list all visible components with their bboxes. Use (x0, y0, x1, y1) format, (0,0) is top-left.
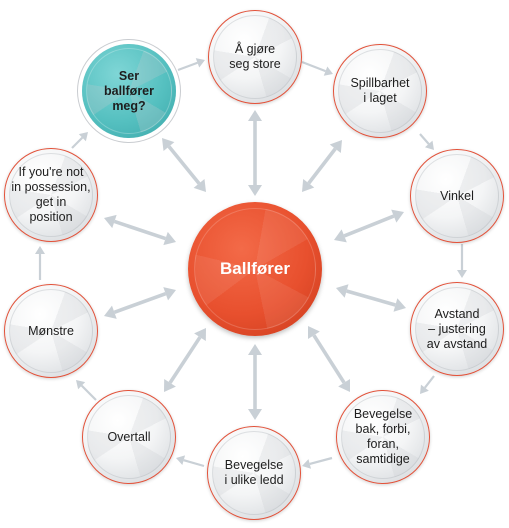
node-bevegelse-bak: Bevegelse bak, forbi, foran, samtidige (336, 390, 430, 484)
ring-arrow-4 (457, 244, 467, 278)
node-label: Avstand – justering av avstand (426, 306, 488, 351)
node-label: Bevegelse bak, forbi, foran, samtidige (353, 407, 413, 466)
node-label: Overtall (107, 429, 151, 444)
node-label: Vinkel (440, 188, 474, 203)
node-monstre: Mønstre (4, 284, 98, 378)
spoke-overtall (164, 328, 206, 392)
ring-arrow-1 (177, 58, 205, 72)
spoke-bevegelse-ledd (248, 344, 262, 420)
node-label: Å gjøre seg store (229, 42, 281, 71)
ring-arrow-2 (301, 60, 333, 76)
node-label: Spillbarhet i laget (350, 76, 410, 105)
spoke-monstre (104, 287, 176, 319)
node-label: Mønstre (28, 323, 74, 338)
ring-arrow-7 (176, 455, 205, 468)
ring-arrow-6 (302, 456, 333, 469)
center-ball: Ballfører (188, 202, 322, 336)
ring-arrow-5 (420, 375, 435, 394)
ring-arrow-3 (419, 133, 434, 150)
spoke-spillbarhet (302, 140, 342, 192)
spoke-position (104, 214, 176, 246)
spoke-vinkel (334, 209, 404, 243)
ring-arrow-10 (71, 132, 88, 149)
node-gjore-seg-store: Å gjøre seg store (208, 10, 302, 104)
node-vinkel: Vinkel (410, 149, 504, 243)
spoke-avstand (336, 284, 406, 312)
spoke-bevegelse-bak (308, 326, 350, 392)
spoke-ser-ballforer (162, 138, 206, 192)
center-label: Ballfører (220, 259, 290, 278)
node-ser-ballforer: Ser ballfører meg? (82, 44, 176, 138)
node-label: Bevegelse i ulike ledd (224, 458, 284, 487)
ring-arrow-9 (35, 246, 45, 280)
node-overtall: Overtall (82, 390, 176, 484)
ring-arrow-8 (76, 380, 97, 401)
node-label: Ser ballfører meg? (103, 68, 154, 113)
node-get-in-position: If you're not in possession, get in posi… (4, 148, 98, 242)
node-label: If you're not in possession, get in posi… (11, 165, 91, 224)
node-bevegelse-ledd: Bevegelse i ulike ledd (207, 426, 301, 520)
node-spillbarhet: Spillbarhet i laget (333, 44, 427, 138)
node-avstand: Avstand – justering av avstand (410, 282, 504, 376)
spoke-top (248, 110, 262, 196)
